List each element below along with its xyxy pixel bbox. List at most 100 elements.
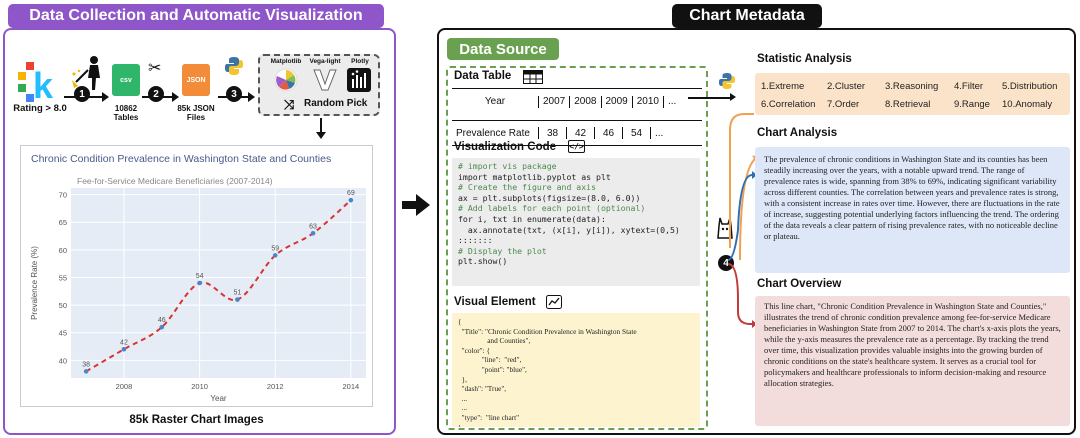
data-label: 69 [347,190,355,197]
table-divider [566,127,567,139]
visual-element-line: ... [458,403,468,413]
python-logo-icon [225,57,243,75]
code-line: plt.show() [458,256,508,267]
table-divider [600,95,602,108]
code-line: ax.annotate(txt, (x[i], y[i]), xytext=(0… [458,224,680,235]
table-arrow-icon [688,97,732,99]
table-icon [523,70,543,84]
data-label: 63 [309,223,317,230]
data-label: 46 [158,317,166,324]
series-line [85,199,352,373]
rating-label: Rating > 8.0 [13,103,67,114]
step-1-badge: 1 [74,86,90,102]
y-axis-label: Prevalence Rate (%) [30,246,39,320]
x-tick-label: 2008 [116,382,133,391]
data-label: 54 [196,273,204,280]
plotly-logo-icon [347,68,371,92]
visual-element-line: } [458,423,694,427]
plotly-label: Plotly [351,58,369,65]
visual-element-line: "type": "line chart" [458,412,520,422]
step-3-badge: 3 [226,86,242,102]
chart-title: Chronic Condition Prevalence in Washingt… [31,153,332,165]
tables-count-label: 10862 Tables [104,104,148,122]
chart-images-caption: 85k Raster Chart Images [129,414,264,426]
chart-analysis-text: The prevalence of chronic conditions in … [755,147,1070,273]
table-row: Year 2007 2008 2009 2010 ... [452,88,702,114]
data-point [348,197,354,203]
data-collection-title: Data Collection and Automatic Visualizat… [8,4,384,28]
code-line: # Create the figure and axis [458,182,597,193]
data-point [121,346,127,352]
data-point [272,253,278,258]
stat-item: 3.Reasoning [885,81,939,92]
visual-element-line: "line": "red", [458,355,522,365]
table-cell: 2009 [605,96,628,107]
x-tick-label: 2012 [267,382,284,391]
table-divider [538,95,539,108]
vega-lite-label: Vega-light [309,58,341,65]
table-arrow-head-icon [730,93,736,101]
stat-item: 8.Retrieval [885,99,931,110]
table-divider [650,127,651,139]
table-cell: ... [655,127,664,139]
big-right-arrow-icon [402,194,430,216]
data-table-heading: Data Table [454,70,512,82]
stat-item: 7.Order [827,99,860,110]
json-count-label: 85k JSON Files [172,104,220,122]
visual-element-json: { "Title": "Chronic Condition Prevalence… [452,313,700,427]
chart-metadata-title: Chart Metadata [672,4,822,28]
y-tick-label: 55 [59,273,67,282]
table-cell: 46 [602,127,615,139]
data-point [310,230,316,236]
chart-subtitle: Fee-for-Service Medicare Beneficiaries (… [77,176,273,186]
visual-element-line: and Counties", [458,336,531,346]
json-file-icon: JSON [182,64,210,96]
data-label: 59 [271,245,279,252]
json-file-label: JSON [186,76,206,84]
plot-background [71,188,366,378]
table-divider [631,95,633,108]
table-row-head: Year [484,96,506,107]
kaggle-logo-icon: k [18,62,54,106]
data-label: 38 [82,361,90,368]
arrow-3-head-icon [248,92,255,102]
stat-item: 4.Filter [954,81,984,92]
stat-item: 5.Distribution [1002,81,1058,92]
arrow-2-head-icon [172,92,179,102]
tables-word: Tables [113,113,139,122]
data-label: 42 [120,339,128,346]
code-line: import matplotlib.pyplot as plt [458,171,611,182]
shuffle-icon: ⤨ [284,97,295,112]
table-divider [622,127,623,139]
down-arrow-icon [320,118,322,134]
table-row: Prevalence Rate 38 42 46 54 ... [452,120,702,146]
chart-icon [546,295,562,309]
table-cell: 2010 [636,96,659,107]
table-divider [569,95,571,108]
visual-element-line: "color": { [458,345,490,355]
csv-file-label: csv [120,76,132,84]
stat-item: 1.Extreme [761,81,805,92]
visual-element-line: ... [458,393,468,403]
stat-item: 2.Cluster [827,81,866,92]
scissors-icon: ✂ [148,60,162,77]
json-word: Files [186,113,206,122]
svg-text:k: k [33,65,54,106]
x-tick-label: 2010 [191,382,208,391]
table-cell: 2007 [543,96,566,107]
code-line: ::::::: [458,235,493,246]
chart-overview-text: This line chart, "Chronic Condition Prev… [755,296,1070,426]
table-cell: 38 [546,127,559,139]
stat-item: 6.Correlation [761,99,816,110]
code-icon: </> [568,140,585,153]
visual-element-line: "dash": "True", [458,384,507,394]
y-tick-label: 70 [59,191,67,200]
visual-element-line: "point": "blue", [458,364,527,374]
code-line: # Display the plot [458,245,547,256]
table-cell: 54 [630,127,643,139]
visualization-code-heading: Visualization Code [454,141,557,153]
data-point [159,324,165,330]
csv-file-icon: csv [112,64,140,96]
